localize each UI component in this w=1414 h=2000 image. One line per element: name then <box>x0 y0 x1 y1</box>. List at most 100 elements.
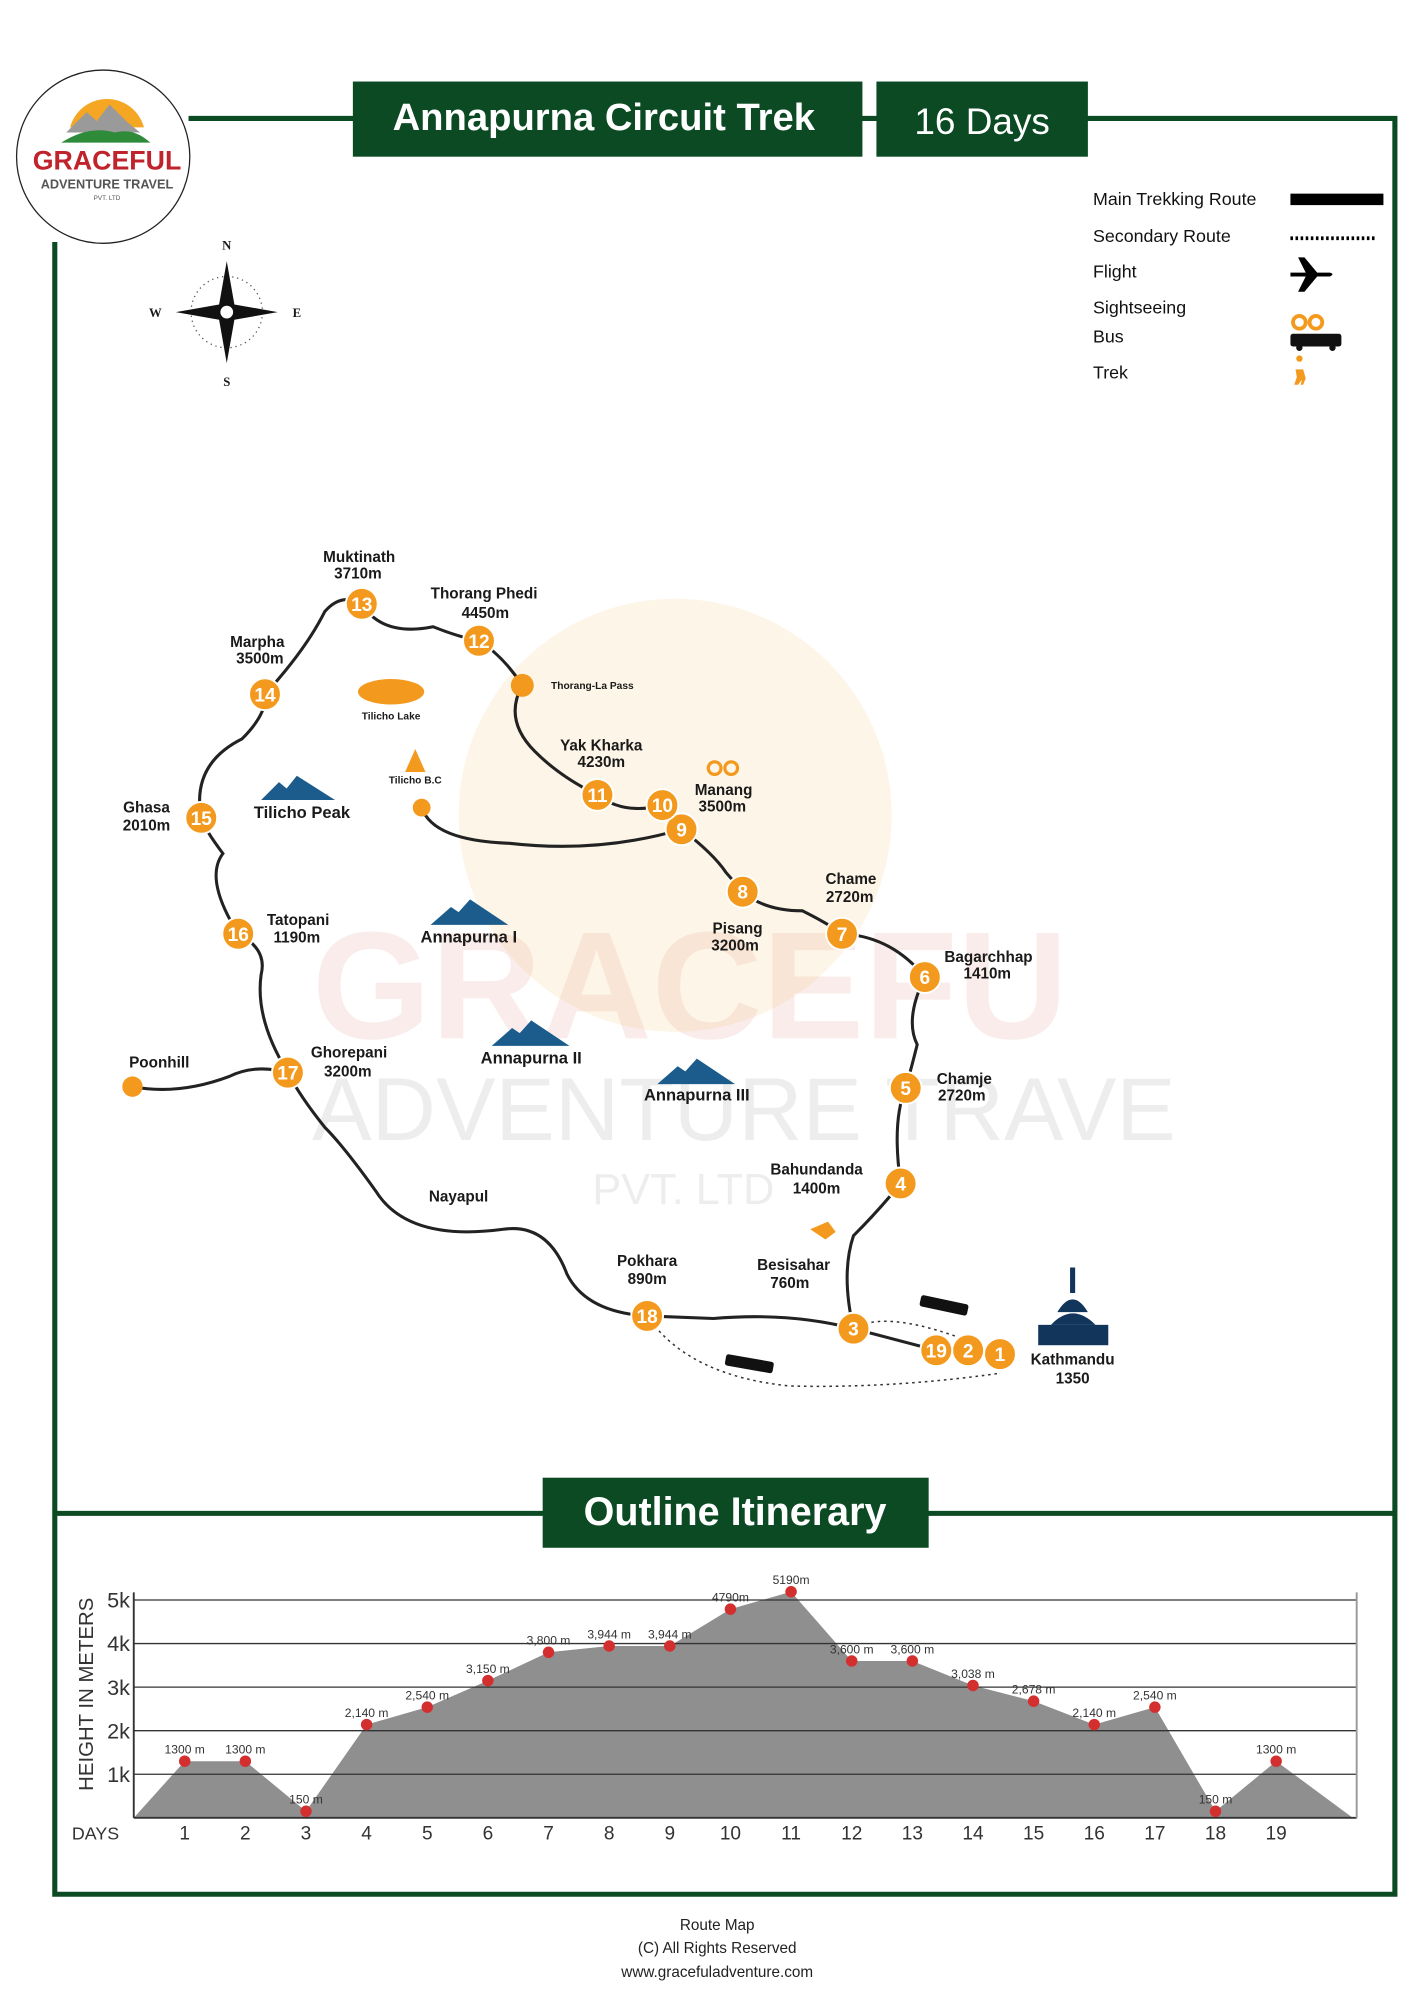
x-tick-label: 11 <box>781 1823 801 1844</box>
stop-number: 13 <box>351 595 372 616</box>
place-elevation: 890m <box>628 1271 667 1288</box>
data-point <box>482 1674 494 1687</box>
x-tick-label: 4 <box>361 1823 372 1844</box>
data-label: 1300 m <box>165 1743 205 1757</box>
place-name: Kathmandu <box>1031 1351 1115 1368</box>
footer-line: (C) All Rights Reserved <box>638 1940 797 1957</box>
stop-circle <box>271 1055 305 1090</box>
data-point <box>421 1701 433 1713</box>
place-name: Bagarchhap <box>944 949 1032 966</box>
legend-label: Trek <box>1093 362 1128 382</box>
place-name: Poonhill <box>129 1055 189 1072</box>
stop-number: 4 <box>895 1174 906 1195</box>
place-name: Yak Kharka <box>560 737 643 754</box>
data-point <box>542 1646 555 1659</box>
data-label: 2,678 m <box>1012 1683 1056 1697</box>
data-label: 3,800 m <box>527 1634 571 1648</box>
stop-number: 3 <box>848 1320 859 1341</box>
binoculars-icon <box>1291 314 1325 331</box>
place-name: Nayapul <box>429 1188 488 1205</box>
x-tick-label: 9 <box>664 1823 675 1844</box>
legend-label: Main Trekking Route <box>1093 189 1257 209</box>
compass-north: N <box>222 239 232 253</box>
stop-marker: 10 <box>645 788 680 822</box>
data-label: 2,140 m <box>1072 1706 1116 1720</box>
stop-marker: 16 <box>221 916 256 951</box>
x-tick-label: 13 <box>902 1823 923 1844</box>
data-point <box>724 1603 737 1615</box>
stop-number: 16 <box>228 925 249 946</box>
itinerary-title: Outline Itinerary <box>584 1490 887 1534</box>
compass-west: W <box>149 306 162 320</box>
stop-circle <box>221 916 256 951</box>
legend-label: Bus <box>1093 327 1124 347</box>
place-name: Tatopani <box>267 912 329 929</box>
poonhill-branch <box>132 1067 289 1091</box>
stop-number: 15 <box>191 809 213 830</box>
y-tick-label: 3k <box>107 1675 130 1700</box>
place-name: Ghasa <box>123 800 170 817</box>
y-axis-label: HEIGHT IN METERS <box>76 1598 98 1791</box>
binoculars-icon <box>706 760 740 777</box>
data-label: 3,150 m <box>466 1662 510 1676</box>
x-tick-label: 1 <box>179 1823 190 1844</box>
data-label: 1300 m <box>225 1743 265 1757</box>
place-name: Thorang-La Pass <box>551 681 634 692</box>
watermark-text: GRACEFU <box>312 901 1068 1071</box>
stop-circle <box>919 1333 954 1368</box>
stop-marker: 12 <box>462 623 496 658</box>
stop-circle <box>344 586 379 621</box>
place-elevation: 4450m <box>462 605 510 622</box>
stop-marker: 3 <box>836 1311 871 1346</box>
x-tick-label: 2 <box>240 1823 251 1844</box>
bus-icon <box>1290 333 1342 351</box>
x-tick-label: 6 <box>483 1823 494 1844</box>
stop-number: 19 <box>926 1341 947 1362</box>
stop-number: 1 <box>995 1345 1006 1366</box>
legend-label: Secondary Route <box>1093 226 1231 246</box>
stop-number: 14 <box>254 685 276 706</box>
place-elevation: 2720m <box>938 1088 986 1105</box>
footer-link[interactable]: www.gracefuladventure.com <box>620 1964 813 1981</box>
x-tick-label: 16 <box>1084 1823 1105 1844</box>
stop-number: 17 <box>277 1064 298 1085</box>
airplane-icon <box>1290 257 1333 292</box>
data-point <box>239 1755 252 1767</box>
place-name: Tilicho Lake <box>362 712 421 723</box>
data-label: 3,038 m <box>951 1667 995 1681</box>
data-point <box>1270 1755 1282 1767</box>
place-elevation: 1190m <box>273 930 320 947</box>
place-elevation: 760m <box>770 1275 809 1292</box>
peak-name: Tilicho Peak <box>254 803 351 822</box>
stupa-icon <box>1038 1267 1109 1346</box>
stop-marker: 13 <box>344 586 379 621</box>
stop-circle <box>888 1071 923 1105</box>
data-point <box>178 1755 191 1767</box>
stop-number: 18 <box>637 1307 659 1328</box>
stop-circle <box>184 800 219 835</box>
place-name: Pokhara <box>617 1253 678 1270</box>
bus-icon <box>724 1354 774 1374</box>
x-tick-label: 19 <box>1266 1823 1287 1844</box>
x-tick-label: 5 <box>422 1823 433 1844</box>
page-title: Annapurna Circuit Trek <box>393 96 816 139</box>
place-name: Tilicho B.C <box>389 775 443 786</box>
compass-east: E <box>293 306 301 320</box>
data-point <box>300 1805 312 1818</box>
hiker-icon <box>1294 355 1306 385</box>
watermark-text: ADVENTURE TRAVE <box>312 1059 1176 1159</box>
stop-marker: 19 <box>919 1333 954 1368</box>
data-point <box>603 1640 615 1652</box>
place-elevation: 2720m <box>826 889 874 906</box>
itinerary-title-box <box>542 1477 929 1548</box>
data-point <box>1209 1805 1222 1818</box>
watermark-text: PVT. LTD <box>592 1166 774 1214</box>
data-point <box>360 1718 373 1731</box>
stop-number: 10 <box>652 796 673 817</box>
stop-circle <box>825 916 859 951</box>
stop-circle <box>907 960 942 994</box>
stop-marker: 11 <box>580 778 615 812</box>
